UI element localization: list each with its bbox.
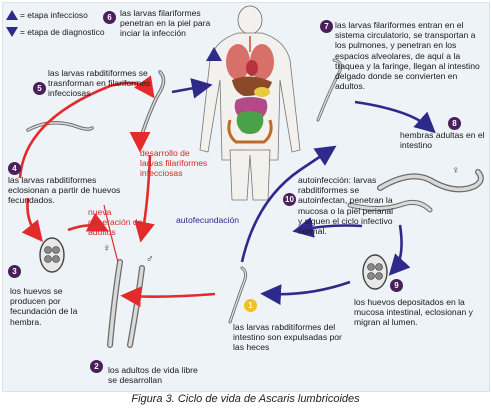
figure-caption: Figura 3. Ciclo de vida de Ascaris lumbr… xyxy=(131,393,360,405)
step-badge-2: 2 xyxy=(90,360,103,373)
step-1-text: las larvas rabditiformes del intestino s… xyxy=(233,322,342,353)
step-badge-8: 8 xyxy=(448,117,461,130)
autofecundation-label: autofecundación xyxy=(176,215,240,225)
step-badge-5: 5 xyxy=(33,82,46,95)
step-badge-10: 10 xyxy=(283,193,296,206)
free-living-cycle-arrows xyxy=(18,75,216,308)
legend-diagnostic-label: = etapa de diagnostico xyxy=(20,27,105,37)
step-3-text: los huevos se producen por fecundación d… xyxy=(10,286,78,327)
step-10-text: autoinfección: larvas rabditiformes se a… xyxy=(298,175,394,237)
development-label: desarrollo de larvas filariformes infecc… xyxy=(140,148,208,179)
female-symbol-intestine: ♀ xyxy=(452,165,460,176)
step-2-text: los adultos de vida libre se desarrollan xyxy=(108,365,198,386)
step-badge-6: 6 xyxy=(103,11,116,24)
step-badge-4: 4 xyxy=(8,162,21,175)
infective-stage-marker xyxy=(206,47,222,61)
larva-illustrations xyxy=(26,58,484,348)
step-6-text: las larvas filariformes penetran en la p… xyxy=(120,8,211,39)
step-5-text: las larvas rabditiformes se trasnforman … xyxy=(48,68,151,99)
female-symbol-adults: ♀ xyxy=(103,243,111,254)
male-symbol-adults: ♂ xyxy=(146,254,154,265)
step-badge-3: 3 xyxy=(8,265,21,278)
step-badge-9: 9 xyxy=(390,279,403,292)
step-7-text: las larvas filariformes entran en el sis… xyxy=(335,20,480,92)
step-badge-7: 7 xyxy=(320,20,333,33)
legend-markers xyxy=(6,10,18,37)
step-9-text: los huevos depositados en la mucosa inte… xyxy=(354,297,473,328)
step-8-text: hembras adultas en el intestino xyxy=(400,130,485,151)
new-generation-label: nueva generación de adultos xyxy=(88,207,143,238)
egg-illustrations xyxy=(39,237,388,290)
human-body-illustration xyxy=(199,5,301,201)
legend-infective-label: = etapa infeccioso xyxy=(20,10,88,20)
step-4-text: las larvas rabditiformes eclosionan a pa… xyxy=(8,175,121,206)
step-badge-1: 1 xyxy=(244,299,257,312)
parasitic-cycle-arrows xyxy=(171,78,436,306)
